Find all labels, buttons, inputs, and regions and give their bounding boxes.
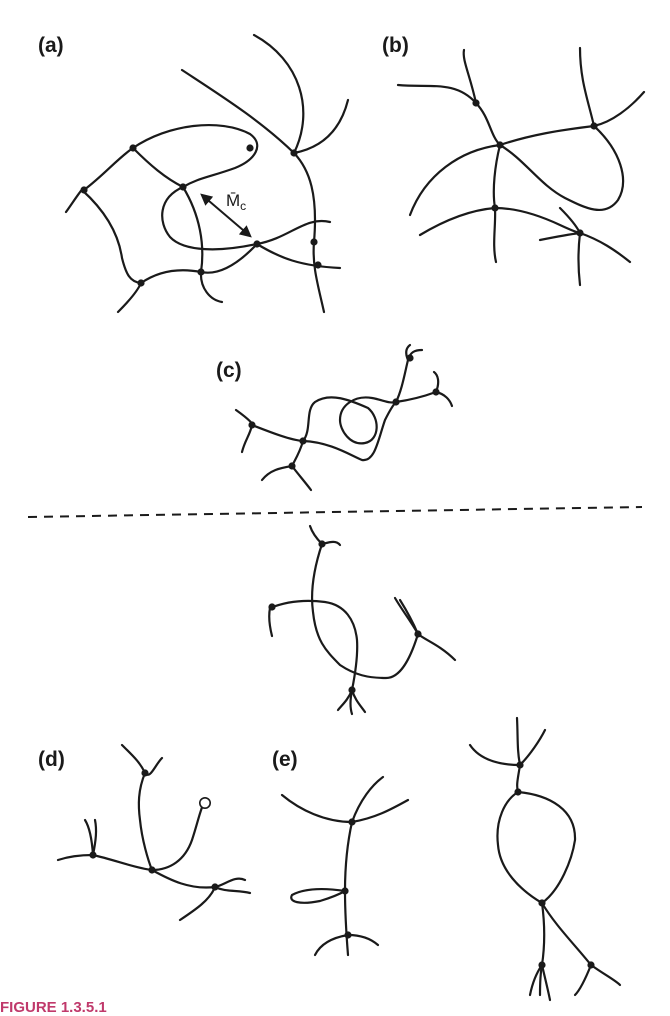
crosslink-point: [392, 398, 400, 406]
panel-b-strands: [396, 46, 646, 287]
crosslink-point: [299, 437, 307, 445]
panel-e-right-molecule: [468, 716, 622, 1002]
crosslink-point: [538, 961, 546, 969]
crosslink-point: [514, 788, 522, 796]
panel-d: (d): [38, 743, 252, 922]
panel-c-lower-molecule: [268, 524, 457, 716]
crosslink-point: [148, 866, 156, 874]
panel-a-strands: [64, 33, 350, 314]
panel-c-upper-molecule: [234, 343, 454, 492]
crosslink-point: [314, 261, 322, 269]
crosslink-point: [348, 818, 356, 826]
crosslink-point: [590, 122, 598, 130]
crosslink-point: [348, 686, 356, 694]
crosslink-point: [516, 761, 524, 769]
crosslink-point: [89, 851, 97, 859]
crosslink-point: [496, 141, 504, 149]
panel-b-label: (b): [382, 34, 409, 57]
crosslink-point: [268, 603, 276, 611]
panel-d-label: (d): [38, 748, 65, 771]
panel-e-label: (e): [272, 748, 298, 771]
panel-b-crosslinks: [472, 99, 598, 237]
crosslink-point: [472, 99, 480, 107]
panel-a: (a) M̄c: [38, 33, 350, 314]
crosslink-point: [80, 186, 88, 194]
crosslink-point: [129, 144, 137, 152]
crosslink-point: [576, 229, 584, 237]
panel-e-left-crosslinks: [341, 818, 356, 939]
crosslink-point: [318, 540, 326, 548]
crosslink-point: [432, 388, 440, 396]
panel-b: (b): [382, 34, 646, 287]
panel-c-lower-crosslinks: [268, 540, 422, 694]
panel-c: (c): [27, 343, 643, 716]
panel-d-strands: [56, 743, 252, 922]
panel-a-crosslinks: [80, 144, 322, 287]
crosslink-point: [491, 204, 499, 212]
crosslink-point: [344, 931, 352, 939]
panel-c-label: (c): [216, 359, 242, 382]
crosslink-point: [341, 887, 349, 895]
crosslink-point: [538, 899, 546, 907]
dashed-separator: [27, 506, 643, 518]
crosslink-point: [248, 421, 256, 429]
crosslink-point: [587, 961, 595, 969]
crosslink-point: [406, 354, 414, 362]
mc-double-arrow: [200, 193, 252, 238]
dangling-loop: [199, 796, 212, 809]
crosslink-point: [246, 144, 254, 152]
crosslink-point: [290, 149, 298, 157]
panel-e-left-molecule: [280, 775, 410, 957]
crosslink-point: [137, 279, 145, 287]
panel-e: (e): [272, 716, 622, 1002]
crosslink-point: [414, 630, 422, 638]
panel-c-upper-crosslinks: [248, 354, 440, 470]
crosslink-point: [253, 240, 261, 248]
crosslink-point: [211, 883, 219, 891]
mc-label: M̄c: [226, 191, 246, 213]
crosslink-point: [310, 238, 318, 246]
crosslink-point: [197, 268, 205, 276]
panel-d-crosslinks: [89, 769, 219, 891]
figure-caption: FIGURE 1.3.5.1: [0, 999, 107, 1016]
panel-e-right-crosslinks: [514, 761, 595, 969]
crosslink-point: [141, 769, 149, 777]
crosslink-point: [179, 183, 187, 191]
crosslink-point: [288, 462, 296, 470]
panel-a-label: (a): [38, 34, 64, 57]
